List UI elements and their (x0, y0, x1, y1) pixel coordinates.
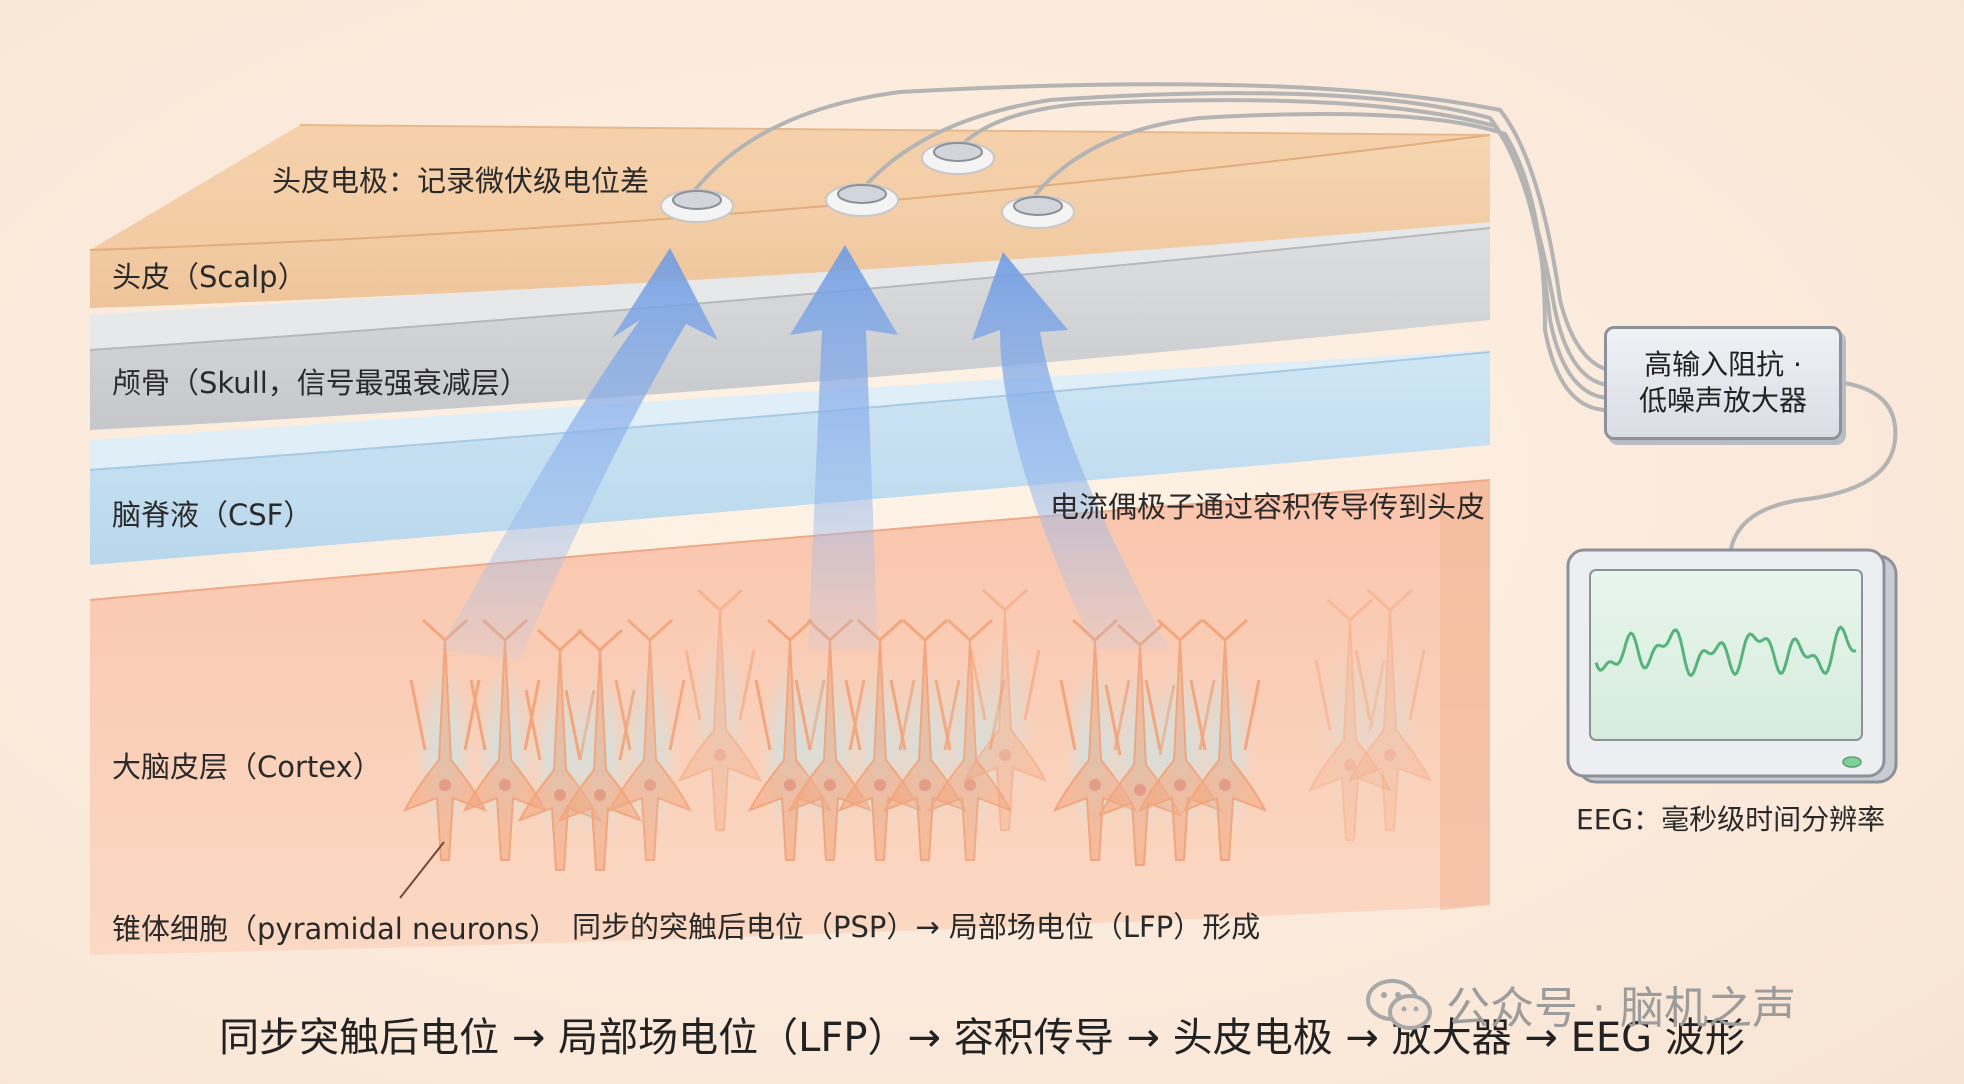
amplifier-icon: 高输入阻抗 · 低噪声放大器 (1604, 326, 1842, 440)
scalp-label: 头皮（Scalp） (112, 260, 307, 294)
pyramidal-neuron-icon (607, 618, 693, 861)
arrow-middle-icon (790, 245, 898, 650)
pyramidal-neuron-icon (557, 628, 643, 871)
cortex-label: 大脑皮层（Cortex） (112, 750, 382, 784)
dipole-label: 电流偶极子通过容积传导传到头皮 (1050, 490, 1486, 524)
electrode-icon (825, 183, 899, 217)
pyramidal-neuron-icon (1182, 618, 1268, 861)
monitor-icon (1566, 548, 1898, 784)
pyramidal-pointer (399, 841, 445, 899)
csf-label: 脑脊液（CSF） (112, 498, 313, 532)
electrode-cables (693, 82, 1898, 556)
skull-label: 颅骨（Skull，信号最强衰减层） (112, 366, 529, 400)
flow-caption: 同步突触后电位 → 局部场电位（LFP）→ 容积传导 → 头皮电极 → 放大器 … (219, 1015, 1745, 1061)
monitor-label: EEG：毫秒级时间分辨率 (1576, 803, 1886, 836)
pyramidal-neuron-icon (677, 588, 763, 831)
electrode-icon (660, 189, 734, 223)
pyramidal-neuron-icon (962, 588, 1048, 831)
amplifier-line2: 低噪声放大器 (1638, 384, 1807, 417)
watermark-text: 公众号 · 脑机之声 (1446, 983, 1796, 1034)
arrow-left-icon (440, 248, 718, 660)
skull-layer (89, 222, 1491, 430)
wechat-icon (1366, 979, 1432, 1030)
amplifier-line1: 高输入阻抗 · (1644, 348, 1802, 381)
arrow-group (440, 245, 1170, 660)
eeg-waveform (1594, 625, 1857, 677)
pyramidal-neuron-icon (402, 618, 488, 861)
electrode-icon (1001, 195, 1075, 229)
pyramidal-label: 锥体细胞（pyramidal neurons） (112, 912, 559, 946)
electrode-icon (921, 141, 995, 175)
csf-layer (89, 350, 1491, 565)
electrodes (660, 141, 1075, 229)
pyramidal-neurons (402, 588, 1433, 871)
pyramidal-neuron-icon (1347, 588, 1433, 831)
psp-lfp-label: 同步的突触后电位（PSP）→ 局部场电位（LFP）形成 (572, 910, 1261, 944)
watermark: 公众号 · 脑机之声 (1364, 972, 1796, 1036)
electrode-label: 头皮电极：记录微伏级电位差 (272, 164, 650, 198)
arrow-right-icon (972, 252, 1170, 650)
scalp-layer (89, 124, 1491, 308)
